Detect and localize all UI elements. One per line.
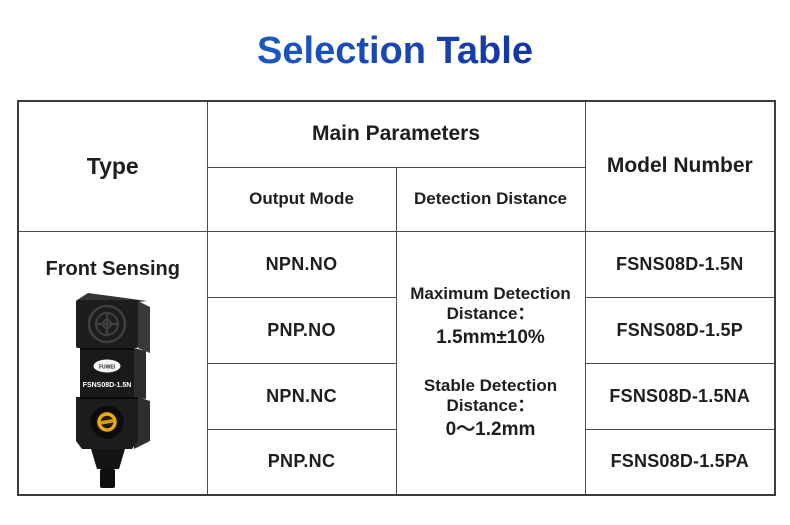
product-image: FUWEI FSNS08D-1.5N [19,291,207,494]
max-detection-block: Maximum Detection Distance： 1.5mm±10% [410,284,571,350]
output-mode-cell-1: PNP.NO [206,296,397,364]
output-mode-cell-0: NPN.NO [206,230,397,298]
model-number-cell-2: FSNS08D-1.5NA [584,362,776,430]
connector-screw [90,405,124,438]
header-model-number: Model Number [584,100,776,232]
header-main-parameters: Main Parameters [206,100,586,168]
stable-detection-label-line2: Distance： [446,395,535,415]
header-output-mode: Output Mode [206,166,397,232]
max-detection-label-line1: Maximum Detection [410,283,571,303]
sensor-illustration: FUWEI FSNS08D-1.5N [75,292,150,488]
header-row-1: Type Main Parameters Model Number [17,100,776,232]
model-number-cell-1: FSNS08D-1.5P [584,296,776,364]
sensor-target-icon [87,304,127,343]
type-cell: Front Sensing [17,230,208,496]
model-number-cell-3: FSNS08D-1.5PA [584,428,776,496]
sensor-head-top-face [76,292,147,302]
cable-gland [90,448,125,469]
sensor-head-side-face [137,300,150,353]
cable [99,468,115,488]
brand-label: FUWEI [99,364,116,370]
stable-detection-block: Stable Detection Distance： 0～1.2mm [424,376,557,442]
table-row: NPN.NC FSNS08D-1.5NA [18,362,776,430]
detection-distance-content: Maximum Detection Distance： 1.5mm±10% St… [397,284,585,442]
brand-badge [93,359,121,372]
header-row-2: Output Mode Detection Distance [18,166,775,232]
printed-model-label: FSNS08D-1.5N [82,382,131,389]
output-mode-cell-2: NPN.NC [206,362,397,430]
header-detection-distance: Detection Distance [395,166,586,232]
table-row: PNP.NO FSNS08D-1.5P [18,296,776,364]
type-label: Front Sensing [45,257,180,280]
header-type: Type [17,100,208,232]
sensor-body-side-face [133,347,146,399]
stable-detection-value: 0～1.2mm [445,418,536,440]
selection-table: Type Main Parameters Model Number Output… [17,100,776,496]
table-row: PNP.NC FSNS08D-1.5PA [18,428,776,496]
max-detection-label-line2: Distance： [446,303,535,323]
stable-detection-label-line1: Stable Detection [423,375,558,395]
model-number-cell-0: FSNS08D-1.5N [584,230,776,298]
max-detection-value: 1.5mm±10% [436,326,545,348]
detection-distance-cell: Maximum Detection Distance： 1.5mm±10% St… [395,230,586,496]
page-title: Selection Table [0,30,790,73]
output-mode-cell-3: PNP.NC [206,428,397,496]
table-row: Front Sensing [17,230,776,496]
